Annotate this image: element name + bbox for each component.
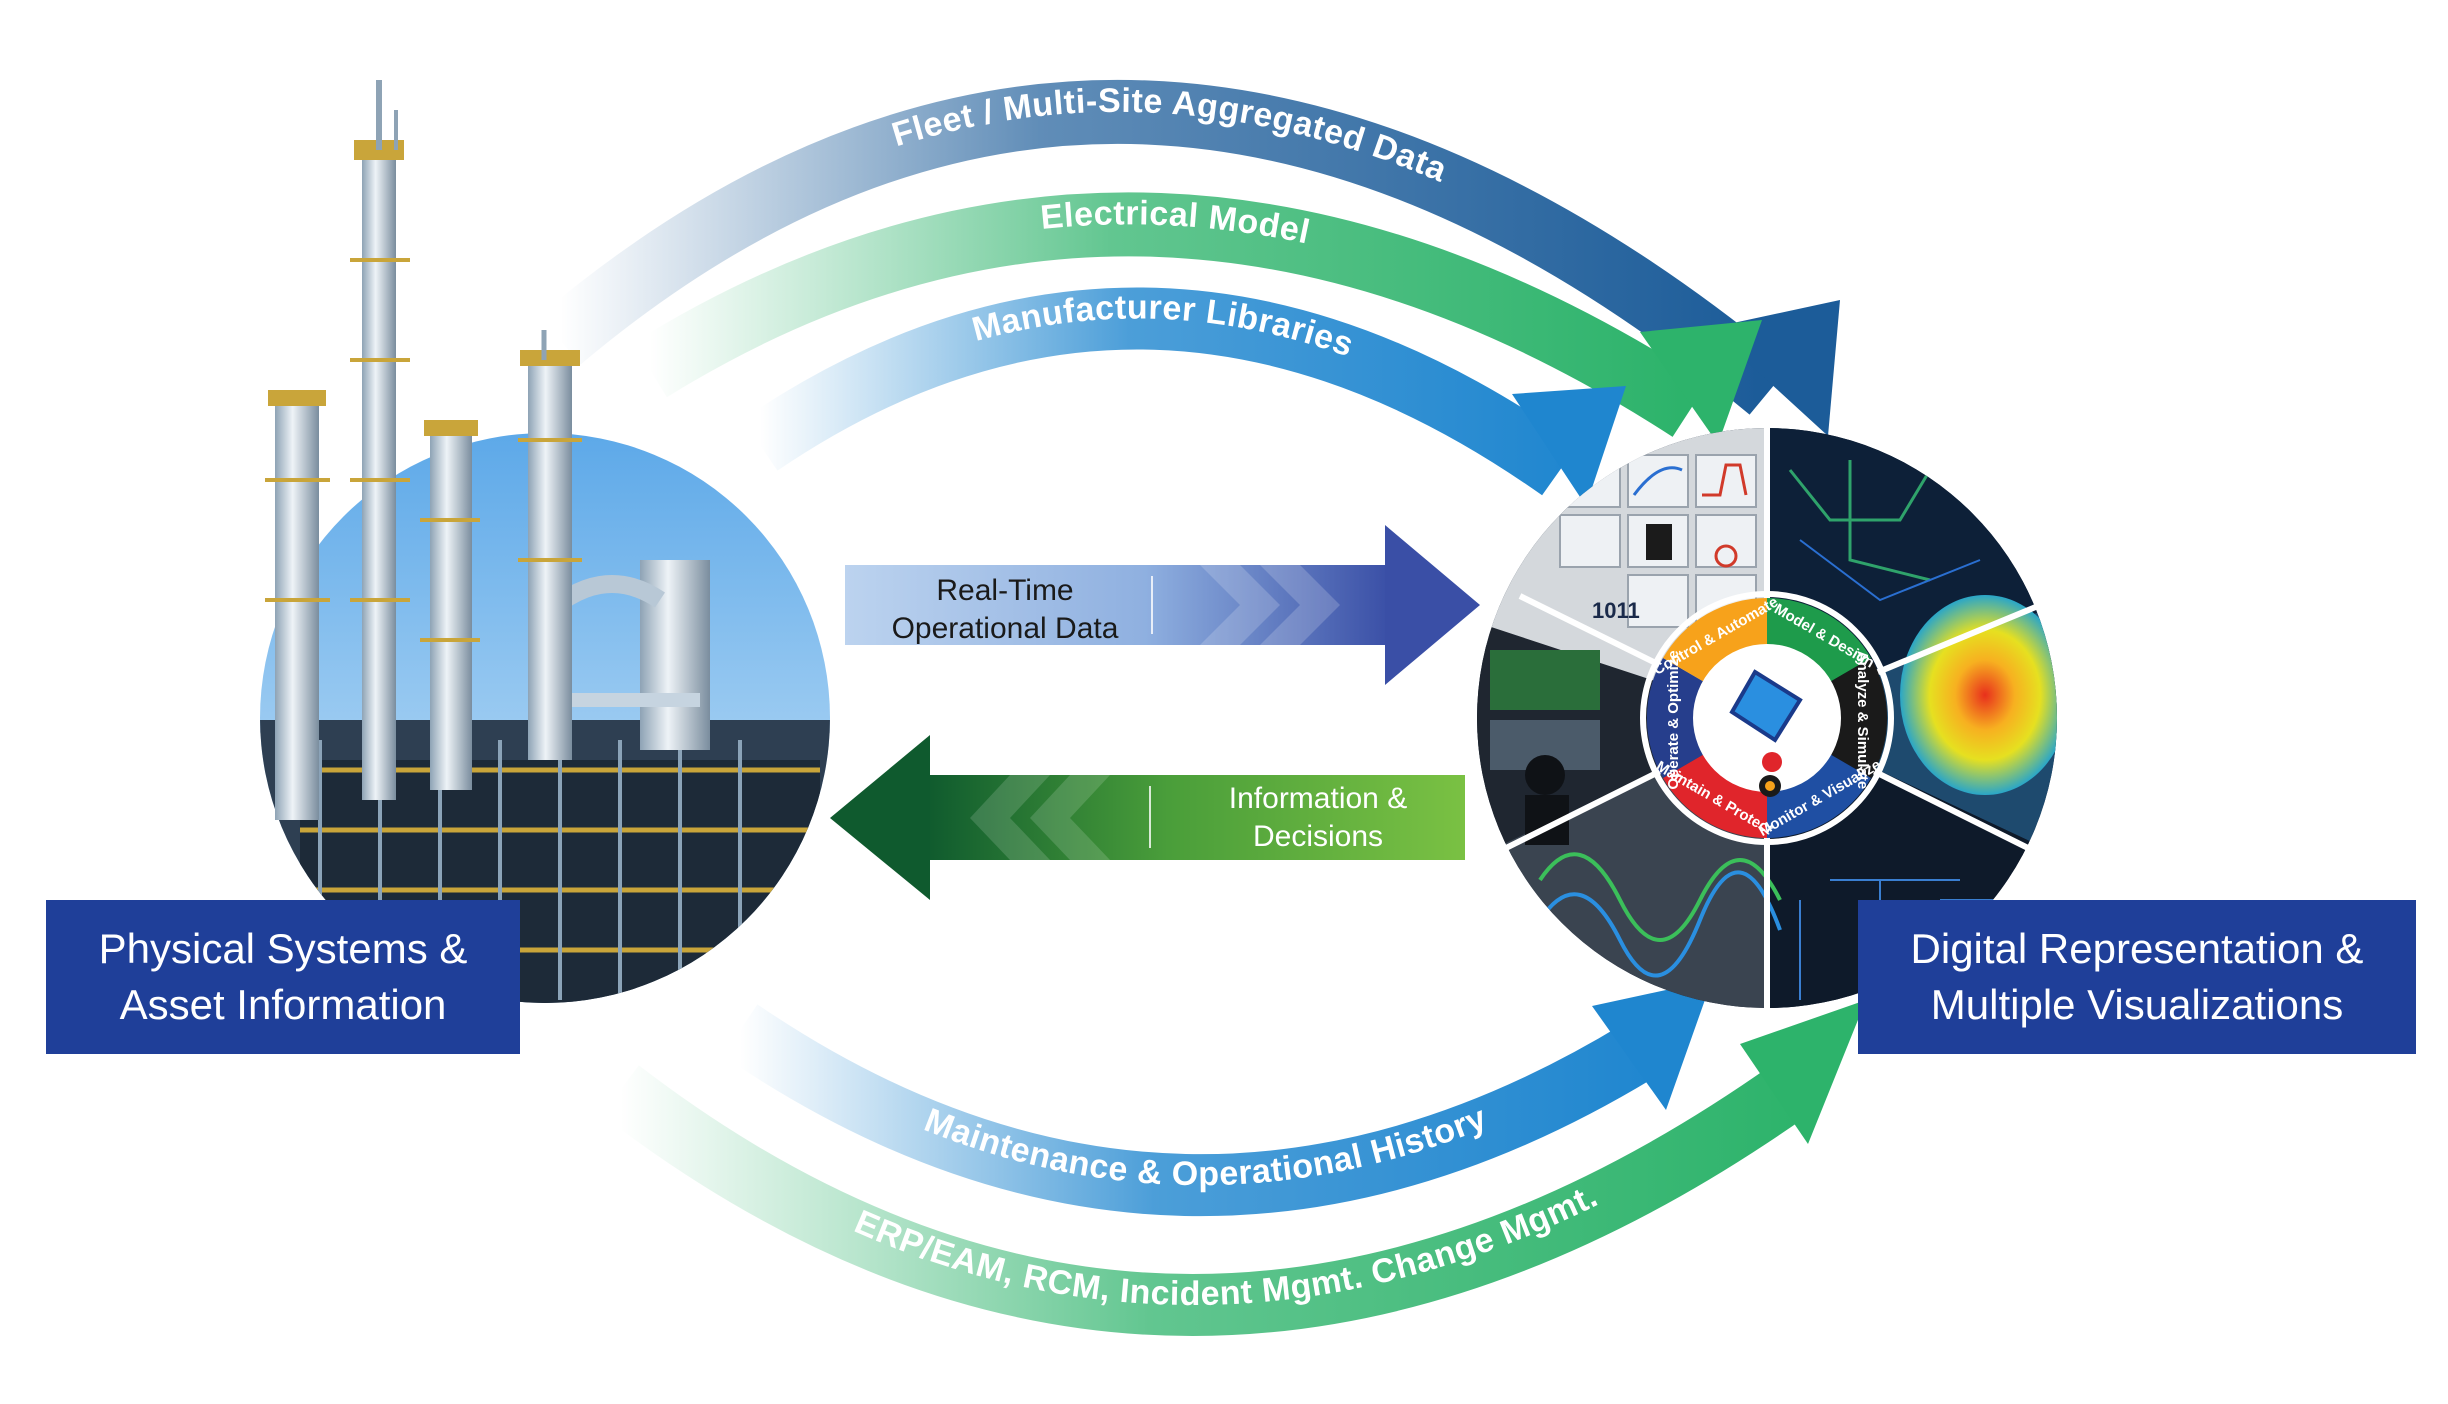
physical-line2: Asset Information: [119, 981, 447, 1028]
maintenance-arrow-body: [722, 1004, 1657, 1217]
center-logo: [1729, 669, 1803, 797]
realtime-data-label: Real-Time Operational Data: [850, 572, 1160, 648]
realtime-line1: Real-Time: [936, 574, 1074, 607]
fleet-arrow-body: [539, 80, 1791, 415]
screen-snippet-text: 1011: [1592, 598, 1640, 623]
electrical-arrow-body: [633, 192, 1708, 437]
realtime-arrow: [845, 525, 1480, 685]
information-line1: Information &: [1228, 782, 1408, 815]
ring-segment-control: [1663, 598, 1767, 683]
ring-label-operate: Operate & Optimize: [1665, 650, 1682, 789]
ring-label-analyze: Analyze & Simulate: [1854, 651, 1871, 789]
physical-systems-box: Physical Systems & Asset Information: [46, 900, 520, 1054]
information-line2: Decisions: [1252, 820, 1384, 853]
digital-representation-box: Digital Representation & Multiple Visual…: [1858, 900, 2416, 1054]
ring-segment-operate: [1646, 658, 1706, 778]
ring-segment-monitor: [1767, 753, 1871, 839]
realtime-line2: Operational Data: [891, 612, 1119, 645]
maintenance-arrow-head: [1592, 980, 1712, 1110]
manufacturer-arrow-head: [1512, 386, 1626, 506]
erp-arrow-head: [1740, 1000, 1866, 1144]
erp-arrow-body: [601, 1064, 1808, 1336]
digital-line1: Digital Representation &: [1910, 925, 2364, 972]
physical-line1: Physical Systems &: [98, 925, 468, 972]
electrical-arrow-head: [1640, 320, 1762, 444]
information-arrow: [830, 735, 1465, 900]
manufacturer-arrow-body: [742, 287, 1578, 496]
towers: [265, 80, 582, 820]
digital-line2: Multiple Visualizations: [1930, 981, 2344, 1028]
ring-segment-model: [1767, 598, 1871, 683]
ring-segment-maintain: [1663, 753, 1767, 839]
information-decisions-label: Information & Decisions: [1168, 780, 1468, 856]
center-ring: [1640, 591, 1894, 845]
ring-segment-analyze: [1828, 658, 1888, 778]
